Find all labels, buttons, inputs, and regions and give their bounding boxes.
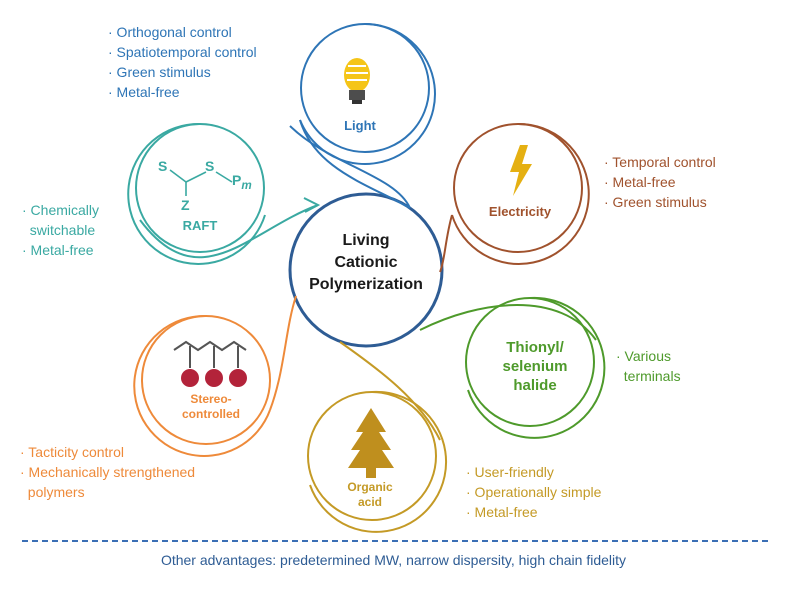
electricity-spiral bbox=[439, 122, 590, 273]
polymer-chain-icon bbox=[173, 340, 247, 387]
raft-s2: S bbox=[205, 158, 215, 174]
stereo-points: · Tacticity control· Mechanically streng… bbox=[20, 444, 196, 500]
raft-structure-icon bbox=[169, 169, 233, 196]
tree-icon bbox=[348, 408, 394, 478]
light-label: Light bbox=[344, 118, 376, 133]
raft-spiral bbox=[127, 122, 321, 265]
organic-points: · User-friendly· Operationally simple· M… bbox=[466, 464, 602, 520]
light-points: · Orthogonal control· Spatiotemporal con… bbox=[108, 24, 257, 100]
organic-spiral bbox=[307, 341, 447, 533]
stereo-label: Stereo-controlled bbox=[181, 392, 240, 421]
thionyl-points: · Various terminals bbox=[616, 348, 681, 384]
light-bulb-icon bbox=[344, 58, 370, 104]
electricity-label: Electricity bbox=[488, 204, 552, 219]
light-spiral bbox=[289, 23, 436, 209]
raft-points: · Chemically switchable· Metal-free bbox=[22, 202, 100, 258]
raft-s1: S bbox=[158, 158, 168, 174]
raft-p: Pm bbox=[232, 172, 252, 192]
lightning-icon bbox=[510, 145, 532, 196]
electricity-points: · Temporal control· Metal-free· Green st… bbox=[604, 154, 716, 210]
thionyl-spiral bbox=[419, 296, 606, 439]
stereo-spiral bbox=[133, 295, 297, 457]
center-circle bbox=[288, 192, 444, 348]
raft-label: RAFT bbox=[182, 218, 218, 233]
divider bbox=[22, 540, 768, 542]
footer-advantages: Other advantages: predetermined MW, narr… bbox=[160, 552, 627, 568]
raft-z: Z bbox=[181, 197, 190, 213]
